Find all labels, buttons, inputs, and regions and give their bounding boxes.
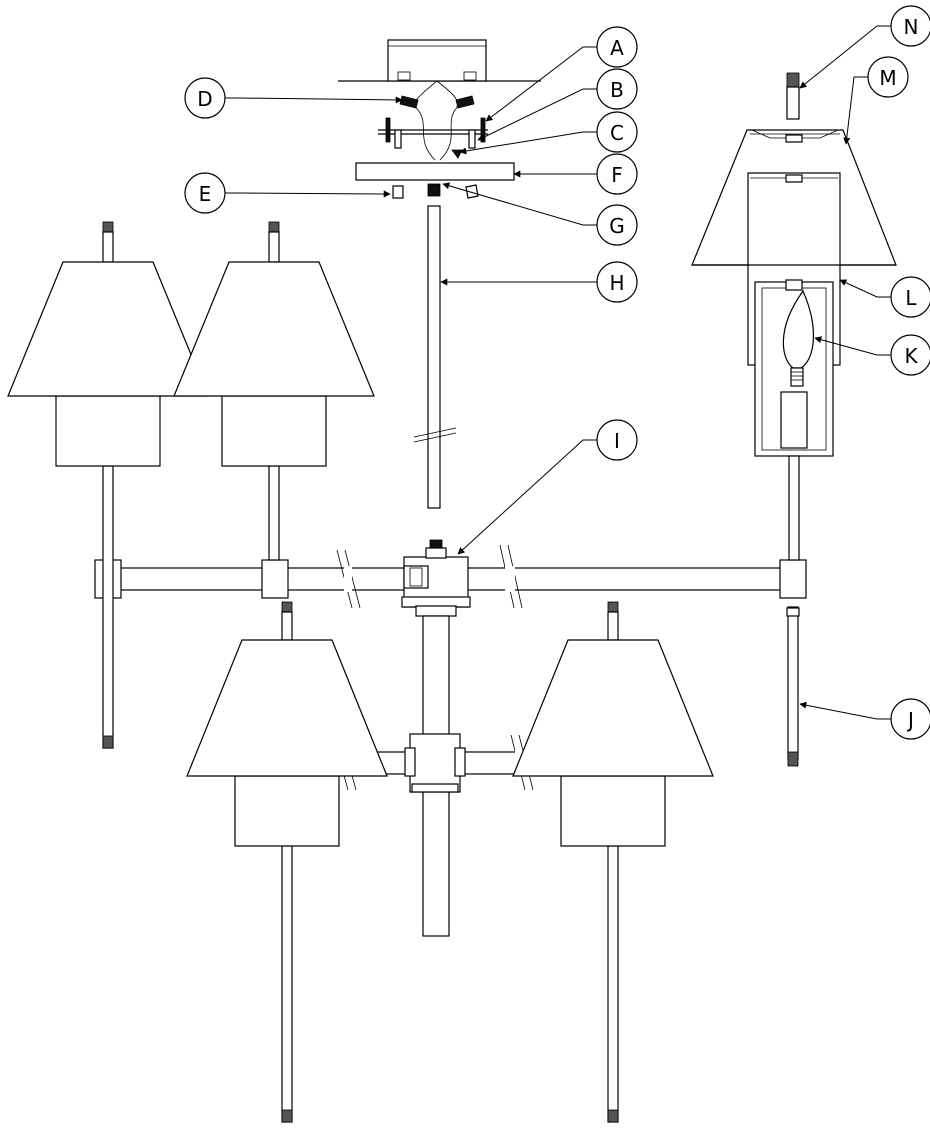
callout-e: E: [184, 172, 391, 214]
callout-letter: E: [199, 182, 212, 206]
callout-letter: D: [197, 87, 212, 111]
finial: [607, 601, 619, 613]
lamp-unit: [512, 601, 714, 1123]
leader-line: [814, 336, 891, 356]
callout-j: J: [799, 698, 930, 740]
supply-wire: [436, 80, 459, 161]
leader-line: [457, 439, 597, 555]
leader-line: [225, 190, 391, 198]
socket: [780, 391, 808, 449]
callout-labels: ABC D E F G H I J K L M N: [184, 5, 930, 740]
callout-letter: G: [609, 214, 625, 238]
callout-circle: [596, 26, 638, 68]
callout-circle: [184, 77, 226, 119]
arm-connector: [261, 559, 289, 599]
callout-letter: N: [904, 15, 919, 39]
callout-f: F: [513, 153, 638, 195]
leader-line: [839, 279, 891, 298]
leader-line: [225, 96, 403, 104]
exploded-lamp-assembly: [691, 72, 897, 767]
crossbar-screw: [468, 129, 476, 149]
finial: [102, 221, 114, 233]
callout-m: M: [843, 56, 909, 145]
callout-h: H: [440, 261, 638, 303]
callout-n: N: [799, 5, 930, 89]
leader-line: [485, 46, 597, 122]
leader-line: [459, 131, 597, 155]
wire-nut: [399, 95, 419, 109]
lamp-shade: [7, 261, 209, 397]
lower-hub: [409, 733, 461, 793]
callout-circle: [596, 204, 638, 246]
callout-letter: B: [610, 78, 624, 102]
mounting-screw: [480, 117, 486, 143]
callout-letter: H: [609, 271, 624, 295]
leader-line: [843, 76, 868, 145]
callout-circle: [890, 276, 930, 318]
finial: [786, 72, 800, 88]
wire-nut: [455, 95, 475, 109]
lamp-stem: [268, 465, 280, 561]
canopy: [355, 162, 515, 181]
lamp-units: [7, 221, 714, 1123]
supply-wire: [414, 80, 438, 161]
lamp-unit: [173, 221, 375, 561]
leader-line: [799, 25, 891, 89]
leader-line: [799, 701, 891, 720]
callout-d: D: [184, 77, 403, 119]
callout-letter: C: [610, 121, 624, 145]
lamp-shade: [512, 639, 714, 777]
leader-line: [477, 88, 597, 141]
callout-circle: [596, 111, 638, 153]
lamp-shade: [173, 261, 375, 397]
lamp-unit: [186, 601, 388, 1123]
collar-nut: [427, 183, 441, 197]
callout-k: K: [814, 334, 930, 376]
mounting-screw: [385, 117, 391, 143]
callout-circle: [596, 153, 638, 195]
ground-screw: [451, 149, 463, 159]
lamp-rod: [787, 606, 799, 760]
canopy-nut: [465, 184, 479, 199]
lamp-sleeve: [221, 395, 327, 467]
callout-l: L: [839, 276, 930, 318]
callout-letter: K: [904, 344, 918, 368]
callout-letter: L: [905, 286, 917, 310]
callout-circle: [890, 5, 930, 47]
crossbar-screw: [394, 129, 402, 149]
finial: [281, 601, 293, 613]
downrod: [427, 205, 441, 509]
callout-circle: [867, 56, 909, 98]
callout-circle: [596, 68, 638, 110]
leader-line: [442, 182, 597, 226]
callout-i: I: [457, 419, 638, 555]
callout-letter: A: [610, 36, 624, 60]
lamp-sleeve: [55, 395, 161, 467]
lamp-sleeve: [560, 775, 666, 847]
canopy-nut: [392, 185, 404, 199]
lamp-unit: [7, 221, 209, 749]
callout-circle: [184, 172, 226, 214]
callout-b: B: [477, 68, 638, 141]
callout-circle: [596, 261, 638, 303]
lamp-sleeve: [234, 775, 340, 847]
callout-a: A: [485, 26, 638, 122]
ceiling-mount-assembly: [338, 39, 541, 509]
finial: [268, 221, 280, 233]
lamp-stem: [607, 845, 619, 1123]
callout-letter: M: [879, 66, 896, 90]
callout-circle: [890, 698, 930, 740]
callout-letter: F: [611, 163, 623, 187]
callout-letter: I: [614, 429, 620, 453]
callout-circle: [890, 334, 930, 376]
lamp-stem: [281, 845, 293, 1123]
callout-g: G: [442, 182, 638, 246]
callout-letter: J: [906, 708, 914, 732]
arm-connector: [779, 559, 807, 599]
lamp-shade: [186, 639, 388, 777]
callout-circle: [596, 419, 638, 461]
callout-c: C: [459, 111, 638, 155]
lamp-stem: [102, 465, 114, 749]
